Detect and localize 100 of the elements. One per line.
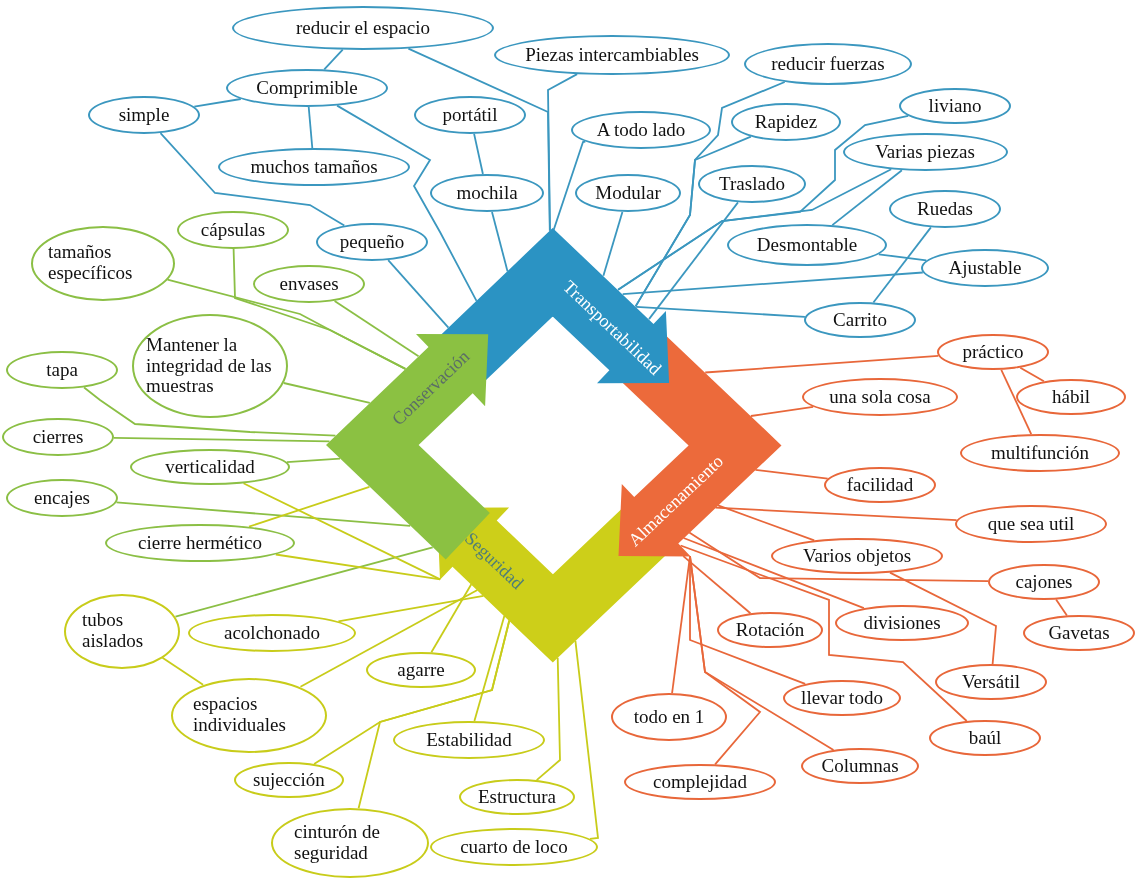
concept-label: complejidad bbox=[653, 771, 747, 793]
concept-label: Carrito bbox=[833, 309, 887, 331]
concept-label: Rotación bbox=[735, 619, 805, 641]
connector-line bbox=[872, 226, 932, 304]
concept-label: encajes bbox=[34, 487, 90, 509]
concept-label: liviano bbox=[928, 95, 982, 117]
connector-line bbox=[166, 278, 407, 370]
concept-label: A todo lado bbox=[596, 119, 686, 141]
connector-line bbox=[877, 253, 928, 262]
concept-label: multifunción bbox=[990, 442, 1090, 464]
concept-label: verticalidad bbox=[165, 456, 255, 478]
concept-label: cierres bbox=[32, 426, 84, 448]
connector-line bbox=[113, 437, 331, 443]
concept-label: cuarto de loco bbox=[460, 836, 568, 858]
concept-label: hábil bbox=[1052, 386, 1090, 408]
concept-label: Ajustable bbox=[948, 257, 1022, 279]
connector-line bbox=[831, 169, 903, 226]
concept-label: Comprimible bbox=[256, 77, 358, 99]
concept-label: cierre hermético bbox=[138, 532, 262, 554]
connector-line bbox=[635, 305, 806, 318]
concept-label: baúl bbox=[968, 727, 1002, 749]
concept-label: espacios individuales bbox=[193, 694, 287, 736]
concept-label: pequeño bbox=[339, 231, 405, 253]
concept-label: portátil bbox=[442, 104, 498, 126]
concept-ellipse bbox=[414, 96, 526, 134]
concept-ellipse bbox=[430, 828, 598, 866]
concept-label: Desmontable bbox=[756, 234, 858, 256]
concept-label: tubos aislados bbox=[82, 610, 145, 652]
connector-line bbox=[602, 211, 624, 277]
concept-ellipse bbox=[899, 88, 1011, 124]
connector-line bbox=[682, 555, 752, 615]
connector-line bbox=[473, 133, 484, 175]
concept-label: Traslado bbox=[719, 173, 785, 195]
connector-line bbox=[336, 104, 478, 302]
concept-label: Estabilidad bbox=[426, 729, 512, 751]
concept-label: reducir el espacio bbox=[296, 17, 430, 39]
concept-label: una sola cosa bbox=[829, 386, 931, 408]
concept-label: muchos tamaños bbox=[250, 156, 378, 178]
concept-label: cápsulas bbox=[200, 219, 266, 241]
concept-label: envases bbox=[279, 273, 339, 295]
concept-label: facilidad bbox=[846, 474, 914, 496]
concept-label: Mantener la integridad de las muestras bbox=[146, 334, 273, 398]
concept-label: llevar todo bbox=[801, 687, 883, 709]
concept-label: reducir fuerzas bbox=[771, 53, 885, 75]
connector-line bbox=[679, 544, 968, 722]
concept-label: Rapidez bbox=[754, 111, 818, 133]
concept-label: Piezas intercambiables bbox=[525, 44, 699, 66]
concept-label: que sea util bbox=[987, 513, 1075, 535]
connector-line bbox=[161, 656, 204, 686]
connector-line bbox=[357, 619, 511, 810]
connector-line bbox=[689, 555, 762, 766]
connector-line bbox=[333, 300, 420, 358]
concept-label: cinturón de seguridad bbox=[294, 822, 381, 864]
concept-ellipse bbox=[698, 165, 806, 203]
concept-label: mochila bbox=[456, 182, 518, 204]
concept-label: sujección bbox=[253, 769, 325, 791]
concept-label: acolchonado bbox=[224, 622, 320, 644]
connector-line bbox=[323, 48, 344, 71]
connector-line bbox=[274, 553, 442, 581]
concept-label: todo en 1 bbox=[633, 706, 705, 728]
connector-line bbox=[535, 656, 561, 781]
connector-line bbox=[193, 98, 242, 108]
connector-line bbox=[1055, 598, 1068, 617]
concept-label: simple bbox=[118, 104, 170, 126]
connector-line bbox=[299, 589, 479, 688]
concept-label: divisiones bbox=[863, 612, 941, 634]
connector-line bbox=[889, 571, 997, 665]
concept-label: Varios objetos bbox=[802, 545, 912, 567]
connector-line bbox=[634, 135, 752, 308]
concept-label: Modular bbox=[595, 182, 661, 204]
concept-label: Versátil bbox=[961, 671, 1020, 693]
connector-line bbox=[337, 595, 485, 623]
connector-line bbox=[430, 583, 473, 654]
connector-line bbox=[547, 73, 578, 232]
concept-label: Estructura bbox=[477, 786, 557, 808]
connector-line bbox=[387, 259, 450, 329]
concept-label: cajones bbox=[1015, 571, 1073, 593]
concept-label: Ruedas bbox=[917, 198, 973, 220]
concept-label: Varias piezas bbox=[875, 141, 975, 163]
connector-line bbox=[617, 168, 893, 291]
concept-label: agarre bbox=[397, 659, 445, 681]
concept-label: tamaños específicos bbox=[48, 242, 134, 284]
connector-line bbox=[648, 201, 739, 320]
connector-line bbox=[750, 405, 815, 417]
concept-label: tapa bbox=[46, 359, 78, 381]
connector-line bbox=[83, 386, 337, 437]
concept-ellipse bbox=[1016, 379, 1126, 415]
concept-label: Gavetas bbox=[1048, 622, 1110, 644]
connector-line bbox=[1000, 368, 1033, 435]
concept-label: Columnas bbox=[821, 755, 899, 777]
connector-line bbox=[307, 106, 314, 149]
concept-ellipse bbox=[835, 605, 969, 641]
connector-line bbox=[688, 531, 989, 583]
connector-line bbox=[574, 639, 599, 840]
concept-ellipse bbox=[935, 664, 1047, 700]
concept-ellipse bbox=[571, 111, 711, 149]
concept-ellipse bbox=[575, 174, 681, 212]
concept-ellipse bbox=[430, 174, 544, 212]
concept-label: práctico bbox=[962, 341, 1024, 363]
connector-line bbox=[491, 211, 509, 273]
